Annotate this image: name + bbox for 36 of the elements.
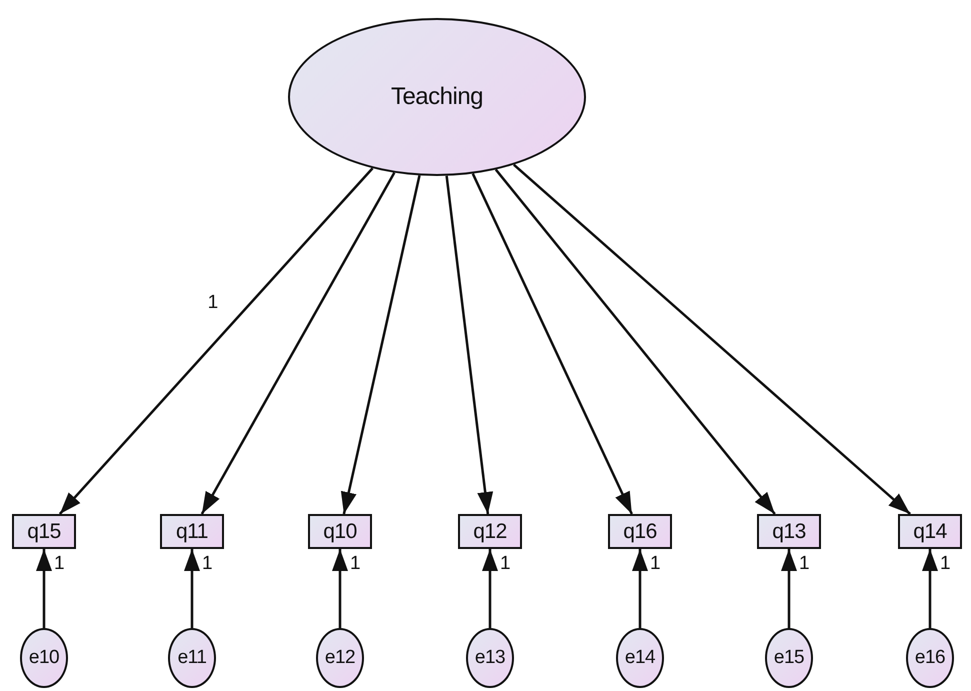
node-label: q11 — [176, 520, 208, 544]
node-label: e13 — [474, 647, 506, 669]
arrow — [184, 549, 200, 628]
arrow — [494, 168, 776, 515]
node-label: e11 — [178, 647, 206, 669]
node-label: q10 — [323, 520, 357, 544]
arrow — [340, 175, 421, 514]
node-label: e10 — [28, 647, 60, 669]
node-label: q16 — [623, 520, 657, 544]
variable-box — [458, 514, 522, 549]
arrow — [58, 167, 374, 515]
node-label: e15 — [774, 647, 804, 669]
arrow — [922, 549, 938, 628]
variable-box — [160, 514, 224, 549]
node-label: Teaching — [390, 83, 484, 111]
node-label: e16 — [914, 647, 946, 669]
arrow — [472, 173, 633, 515]
node-label: q14 — [913, 520, 947, 544]
variable-box — [12, 514, 76, 549]
arrow — [632, 549, 648, 628]
node-label: e14 — [624, 647, 656, 669]
node-label: e12 — [324, 647, 356, 669]
arrow — [36, 549, 52, 628]
arrow — [781, 549, 797, 628]
variable-box — [308, 514, 372, 549]
arrow — [445, 176, 494, 514]
arrow — [482, 549, 498, 628]
arrow — [332, 549, 348, 628]
arrow — [512, 164, 911, 515]
node-label: q15 — [27, 520, 61, 544]
variable-box — [757, 514, 821, 549]
arrow — [200, 172, 396, 515]
variable-box — [608, 514, 672, 549]
node-label: q12 — [473, 520, 507, 544]
variable-box — [898, 514, 962, 549]
node-label: q13 — [772, 520, 806, 544]
